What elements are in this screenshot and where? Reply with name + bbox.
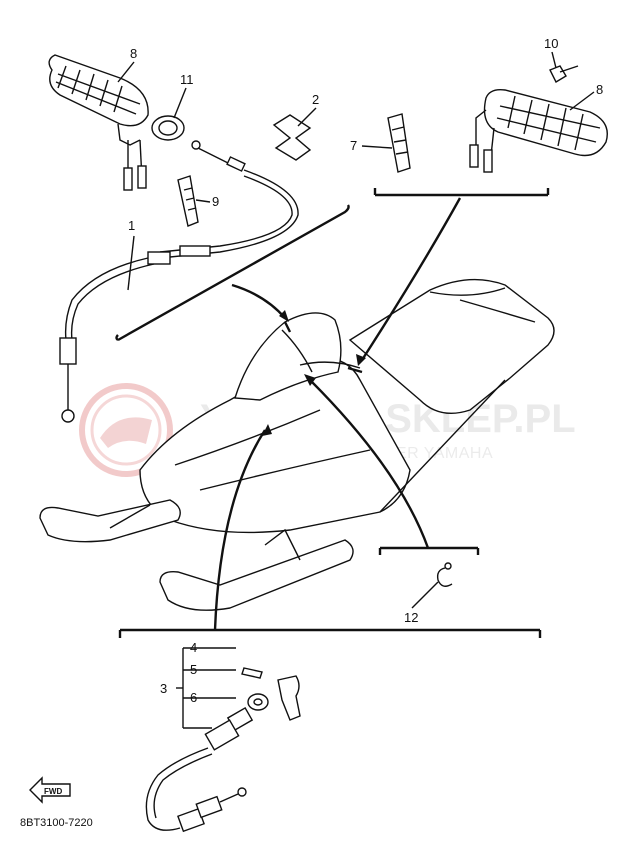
callout-6: 6 bbox=[190, 690, 197, 705]
choke-assembly-part bbox=[145, 647, 301, 833]
callout-8-left: 8 bbox=[130, 46, 137, 61]
callout-8-right: 8 bbox=[596, 82, 603, 97]
group-brackets bbox=[115, 188, 550, 638]
bolt-part bbox=[549, 65, 579, 83]
callout-3: 3 bbox=[160, 681, 167, 696]
fwd-label: FWD bbox=[44, 787, 62, 796]
callout-10: 10 bbox=[544, 36, 558, 51]
part-code: 8BT3100-7220 bbox=[20, 817, 93, 829]
leader-arrows bbox=[213, 197, 462, 631]
throttle-cable-part bbox=[59, 140, 299, 423]
callout-2: 2 bbox=[312, 92, 319, 107]
callout-7: 7 bbox=[350, 138, 357, 153]
left-grip-part bbox=[48, 54, 149, 191]
watermark-logo-icon bbox=[79, 383, 173, 477]
callouts: 8 11 2 9 1 10 8 7 12 4 5 3 6 bbox=[117, 36, 603, 705]
callout-5: 5 bbox=[190, 662, 197, 677]
right-grip-part bbox=[469, 88, 608, 173]
callout-4: 4 bbox=[190, 640, 197, 655]
callout-9: 9 bbox=[212, 194, 219, 209]
clamp-part bbox=[177, 175, 199, 227]
fwd-arrow-icon: FWD bbox=[29, 776, 71, 804]
bracket-part bbox=[272, 114, 312, 161]
ring-part bbox=[151, 115, 185, 141]
callout-1: 1 bbox=[128, 218, 135, 233]
clip-part bbox=[436, 562, 453, 587]
callout-12: 12 bbox=[404, 610, 418, 625]
clamp-right-part bbox=[387, 113, 411, 173]
callout-11: 11 bbox=[180, 72, 194, 87]
snowmobile-illustration bbox=[39, 278, 555, 611]
